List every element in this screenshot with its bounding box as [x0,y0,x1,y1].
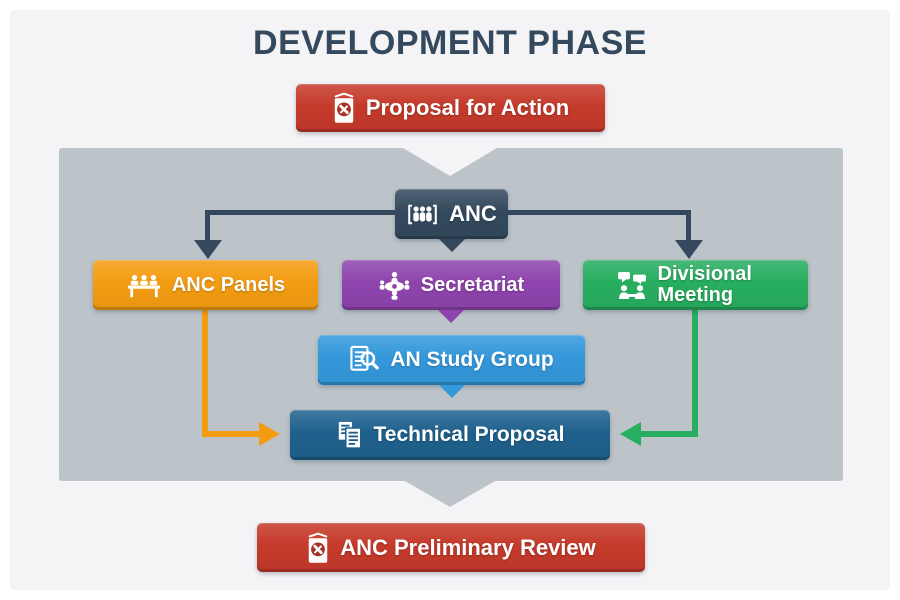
node-label: ANC [449,201,497,226]
documents-icon [338,421,361,449]
node-label: Divisional Meeting [657,263,752,306]
node-secretariat: Secretariat [342,260,560,323]
panel-desk-icon [127,274,160,297]
node-label: Secretariat [420,273,525,296]
arrowhead-anc-to-panels [194,240,222,259]
node-technical-proposal: Technical Proposal [290,410,610,460]
booklet-plane-icon [334,92,354,123]
connector-panels-horizontal [202,431,260,437]
arrowhead-panels-to-technical [259,422,280,446]
booklet-plane-icon [308,532,328,563]
node-label: ANC Panels [171,273,286,296]
people-group-icon [408,204,437,224]
connector-anc-to-panels [205,210,210,241]
node-label: AN Study Group [390,348,554,371]
connector-panels-vertical [202,310,208,437]
node-anc-panels: ANC Panels [93,260,318,310]
node-anc: ANC [395,189,508,252]
secretariat-tail-pointer [438,310,464,323]
node-proposal-for-action: Proposal for Action [296,84,605,132]
node-an-study-group: AN Study Group [318,335,585,398]
document-search-icon [350,345,380,371]
round-table-icon [379,271,410,300]
arrowhead-anc-to-divisional [675,240,703,259]
arrowhead-divisional-to-technical [620,422,641,446]
node-label: ANC Preliminary Review [340,534,596,560]
anc-tail-pointer [438,239,465,252]
node-label: Proposal for Action [365,95,570,120]
flow-out-arrow [405,481,495,507]
node-label: Technical Proposal [373,423,565,446]
connector-divisional-vertical [692,310,698,437]
flow-in-arrow [403,148,497,176]
connector-anc-to-divisional [686,210,691,241]
connector-divisional-horizontal [640,431,698,437]
discussion-icon [617,271,646,299]
node-divisional-meeting: Divisional Meeting [583,260,808,310]
page-title: DEVELOPMENT PHASE [253,24,647,62]
node-anc-preliminary-review: ANC Preliminary Review [257,523,645,572]
study-group-tail-pointer [438,385,465,398]
